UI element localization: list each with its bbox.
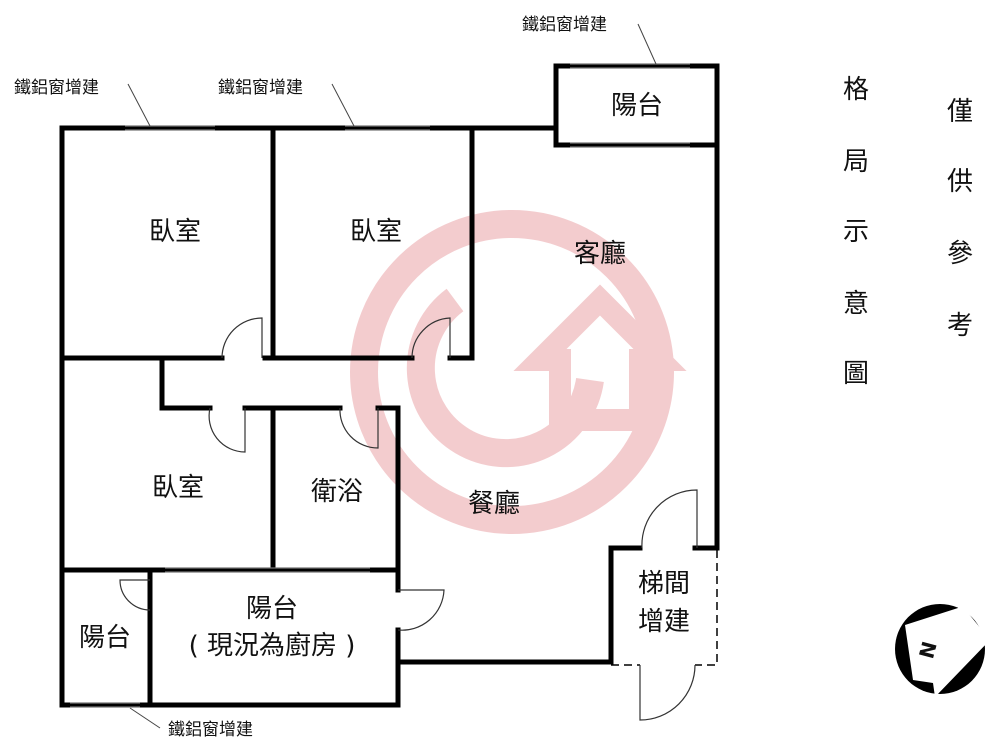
leader-lines <box>127 23 657 729</box>
room-label-bedroom2: 臥室 <box>350 217 402 247</box>
walls <box>59 63 720 708</box>
annotation-window: 鐵鋁窗增建 <box>522 15 607 35</box>
room-label-bathroom: 衛浴 <box>311 477 363 507</box>
room-label-dining: 餐廳 <box>468 489 520 519</box>
room-label-balcony-small: 陽台 <box>79 623 131 653</box>
door-bedroom1 <box>221 317 263 359</box>
north-compass-icon: N <box>895 603 990 697</box>
door-stair-bottom <box>639 664 696 721</box>
room-label-living: 客廳 <box>574 239 626 269</box>
svg-text:僅: 僅 <box>947 97 973 127</box>
room-label-bedroom3: 臥室 <box>152 473 204 503</box>
windows <box>70 63 690 708</box>
svg-text:格: 格 <box>843 75 869 105</box>
doors <box>119 317 698 721</box>
svg-text:局: 局 <box>843 147 869 177</box>
side-text-layout-diagram: 格 局 示 意 圖 <box>843 75 869 389</box>
svg-text:供: 供 <box>947 167 973 197</box>
room-label-balcony-kitchen: 陽台 <box>246 594 298 624</box>
door-stair-top <box>641 489 698 549</box>
compass-label: N <box>914 639 942 661</box>
door-bathroom <box>339 407 379 449</box>
annotation-window: 鐵鋁窗增建 <box>14 78 99 98</box>
room-note-kitchen: ( 現況為廚房 ) <box>189 631 356 661</box>
room-label-stair-2: 增建 <box>638 607 690 637</box>
svg-text:圖: 圖 <box>843 359 869 389</box>
room-label-bedroom1: 臥室 <box>149 217 201 247</box>
svg-text:意: 意 <box>843 289 869 319</box>
door-bedroom2 <box>411 317 451 359</box>
svg-text:參: 參 <box>947 239 973 269</box>
side-text-reference-only: 僅 供 參 考 <box>947 97 973 341</box>
annotation-window: 鐵鋁窗增建 <box>168 720 253 740</box>
annotation-window: 鐵鋁窗增建 <box>218 78 303 98</box>
door-small-balcony <box>119 579 151 611</box>
svg-text:考: 考 <box>947 311 973 341</box>
door-bedroom3 <box>208 407 246 453</box>
door-balcony <box>397 589 445 631</box>
watermark-logo <box>350 210 687 534</box>
svg-text:示: 示 <box>843 217 869 247</box>
room-label-stair-1: 梯間 <box>638 569 690 599</box>
room-label-balcony-top: 陽台 <box>611 91 663 121</box>
